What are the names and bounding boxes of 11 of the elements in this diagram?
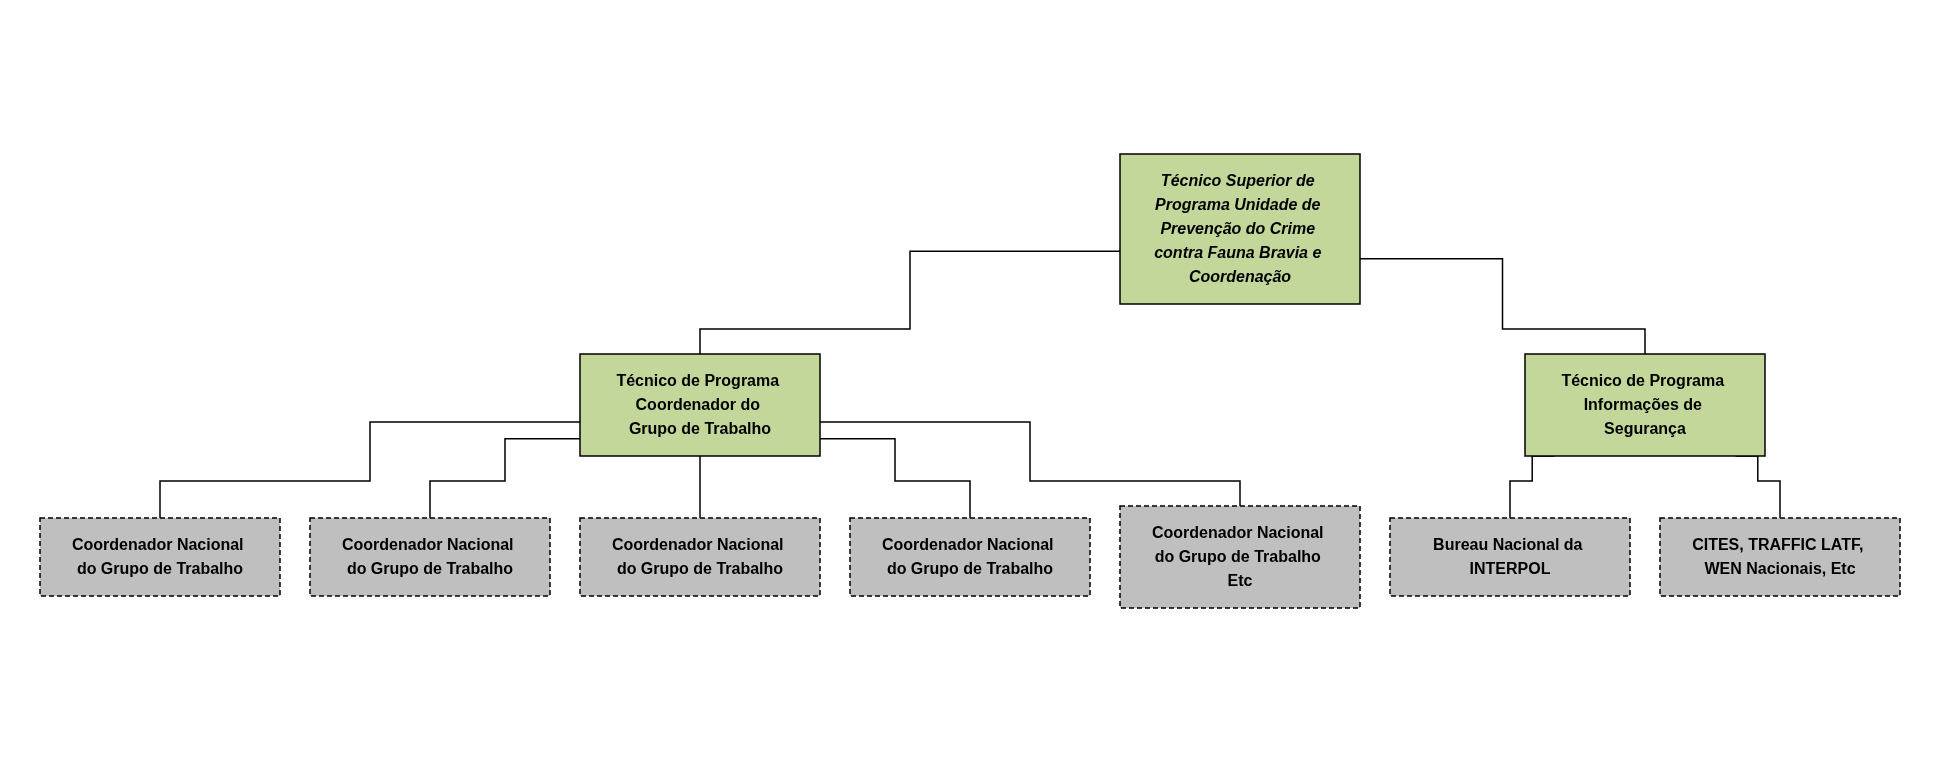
node-box: CITES, TRAFFIC LATF, WEN Nacionais, Etc <box>1658 517 1901 597</box>
node-box: Coordenador Nacional do Grupo de Trabalho <box>848 517 1091 597</box>
node-box: Coordenador Nacional do Grupo de Trabalho Etc <box>1118 505 1361 609</box>
node-box: Técnico Superior de Programa Unidade de Prevenção do Crime contra Fauna Bravia e Coordenação <box>1118 153 1361 305</box>
node-box: Técnico de Programa Informações de Segurança <box>1523 353 1766 457</box>
node-box: Coordenador Nacional do Grupo de Trabalho <box>38 517 281 597</box>
connector <box>698 455 701 519</box>
node-box: Coordenador Nacional do Grupo de Trabalho <box>308 517 551 597</box>
node-box: Bureau Nacional da INTERPOL <box>1388 517 1631 597</box>
node-box: Coordenador Nacional do Grupo de Trabalho <box>578 517 821 597</box>
node-box: Técnico de Programa Coordenador do Grupo de Trabalho <box>578 353 821 457</box>
